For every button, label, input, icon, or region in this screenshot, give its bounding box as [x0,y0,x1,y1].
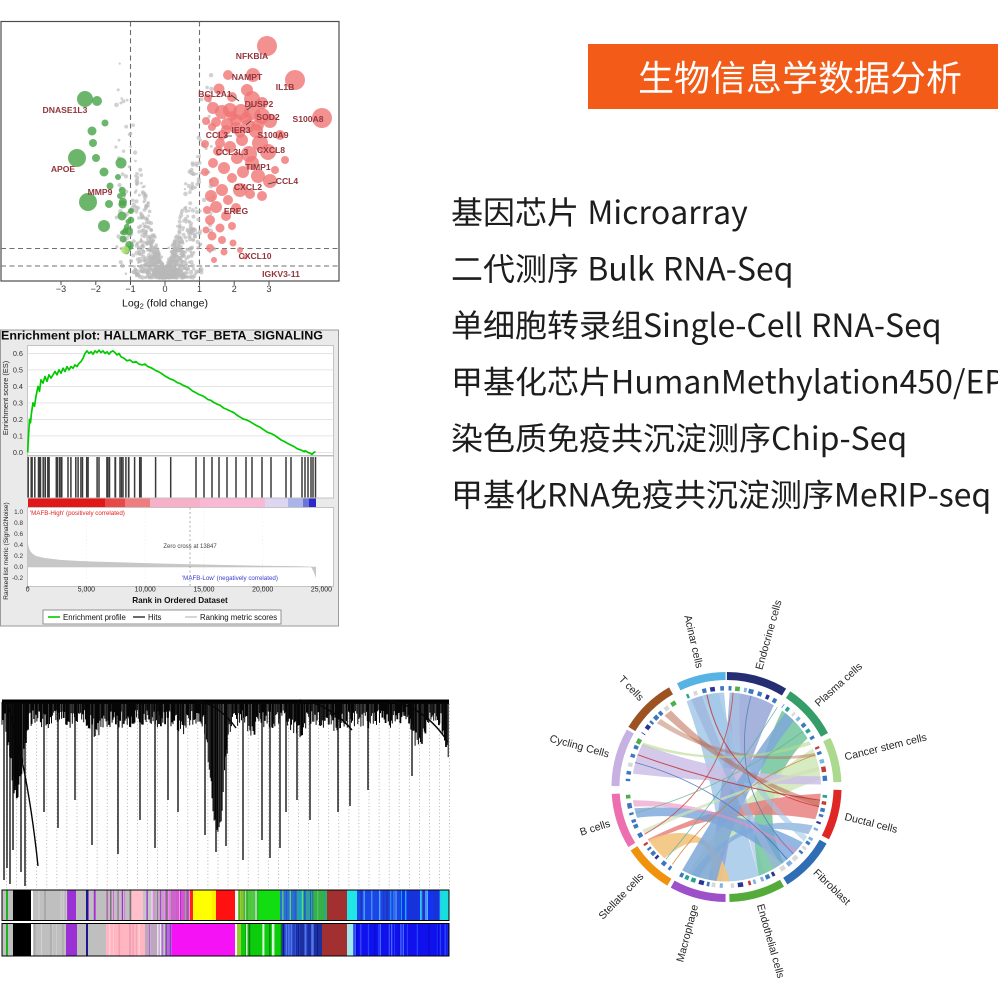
svg-text:0.0: 0.0 [14,564,23,571]
svg-text:15,000: 15,000 [193,587,214,594]
svg-text:T cells: T cells [616,673,646,703]
svg-text:0.0: 0.0 [13,448,23,457]
svg-text:NAMPT: NAMPT [232,72,263,82]
svg-text:10,000: 10,000 [135,587,156,594]
svg-text:Log2 (fold change): Log2 (fold change) [122,298,208,311]
svg-text:-0.2: -0.2 [12,575,23,582]
svg-text:BCL2A1: BCL2A1 [198,89,232,99]
svg-text:0.1: 0.1 [13,431,23,440]
svg-text:MMP9: MMP9 [88,187,113,197]
svg-text:1: 1 [197,284,202,294]
svg-text:Endocrine cells: Endocrine cells [754,600,785,671]
svg-text:Ductal cells: Ductal cells [843,811,898,836]
svg-text:0.3: 0.3 [13,398,23,407]
svg-text:Hits: Hits [148,613,162,622]
svg-text:Fibroblast: Fibroblast [811,867,853,908]
svg-text:Endothelial cells: Endothelial cells [754,903,786,980]
svg-text:0.6: 0.6 [13,349,23,358]
svg-text:IGKV3-11: IGKV3-11 [262,269,300,279]
svg-text:1.0: 1.0 [14,509,23,516]
svg-text:0.2: 0.2 [14,553,23,560]
svg-text:Cancer stem cells: Cancer stem cells [843,731,928,763]
svg-text:S100A8: S100A8 [292,114,323,124]
svg-text:'MAFB-Low' (negatively correla: 'MAFB-Low' (negatively correlated) [182,575,278,582]
svg-text:DUSP2: DUSP2 [245,99,274,109]
svg-text:0.4: 0.4 [14,542,23,549]
svg-text:CCL3: CCL3 [206,130,229,140]
svg-text:B cells: B cells [578,818,611,839]
svg-text:0.6: 0.6 [14,531,23,538]
svg-text:5,000: 5,000 [78,587,95,594]
svg-text:CCL3L3: CCL3L3 [216,147,249,157]
svg-text:0.4: 0.4 [13,382,23,391]
svg-text:0.8: 0.8 [14,520,23,527]
svg-text:0.5: 0.5 [13,365,23,374]
svg-text:IER3: IER3 [231,125,250,135]
svg-text:Ranked list metric (Signal2Noi: Ranked list metric (Signal2Noise) [3,502,10,599]
svg-text:'MAFB-High' (positively correl: 'MAFB-High' (positively correlated) [30,510,125,517]
svg-text:CCL4: CCL4 [276,176,299,186]
svg-text:Enrichment score (ES): Enrichment score (ES) [1,361,10,435]
svg-text:CXCL8: CXCL8 [257,145,285,155]
svg-text:Plasma cells: Plasma cells [813,661,865,710]
svg-text:0: 0 [162,284,167,294]
svg-text:3: 3 [266,284,271,294]
svg-text:Enrichment plot: HALLMARK_TGF_: Enrichment plot: HALLMARK_TGF_BETA_SIGNA… [1,329,323,343]
svg-text:−1: −1 [125,284,135,294]
svg-text:Stellate cells: Stellate cells [597,871,647,922]
svg-text:CXCL10: CXCL10 [239,251,272,261]
svg-text:APOE: APOE [51,164,76,174]
svg-text:Zero cross at 13847: Zero cross at 13847 [163,544,217,550]
svg-text:20,000: 20,000 [252,587,273,594]
svg-text:NFKBIA: NFKBIA [236,51,268,61]
svg-text:Acinar cells: Acinar cells [681,614,705,669]
svg-text:IL1B: IL1B [276,82,295,92]
svg-text:S100A9: S100A9 [257,130,288,140]
svg-text:SOD2: SOD2 [256,112,280,122]
svg-text:Macrophage: Macrophage [674,903,701,963]
svg-text:−3: −3 [56,284,66,294]
svg-text:−2: −2 [91,284,101,294]
svg-text:CXCL2: CXCL2 [234,182,262,192]
svg-text:Enrichment profile: Enrichment profile [63,613,126,622]
svg-text:TIMP1: TIMP1 [245,162,271,172]
svg-text:DNASE1L3: DNASE1L3 [43,105,88,115]
svg-text:Cycling Cells: Cycling Cells [548,733,610,761]
svg-text:25,000: 25,000 [311,587,332,594]
svg-text:2: 2 [232,284,237,294]
svg-text:EREG: EREG [224,206,249,216]
svg-text:Ranking metric scores: Ranking metric scores [200,613,277,622]
svg-text:Rank in Ordered Dataset: Rank in Ordered Dataset [132,596,228,605]
svg-text:0: 0 [26,587,30,594]
svg-text:0.2: 0.2 [13,415,23,424]
